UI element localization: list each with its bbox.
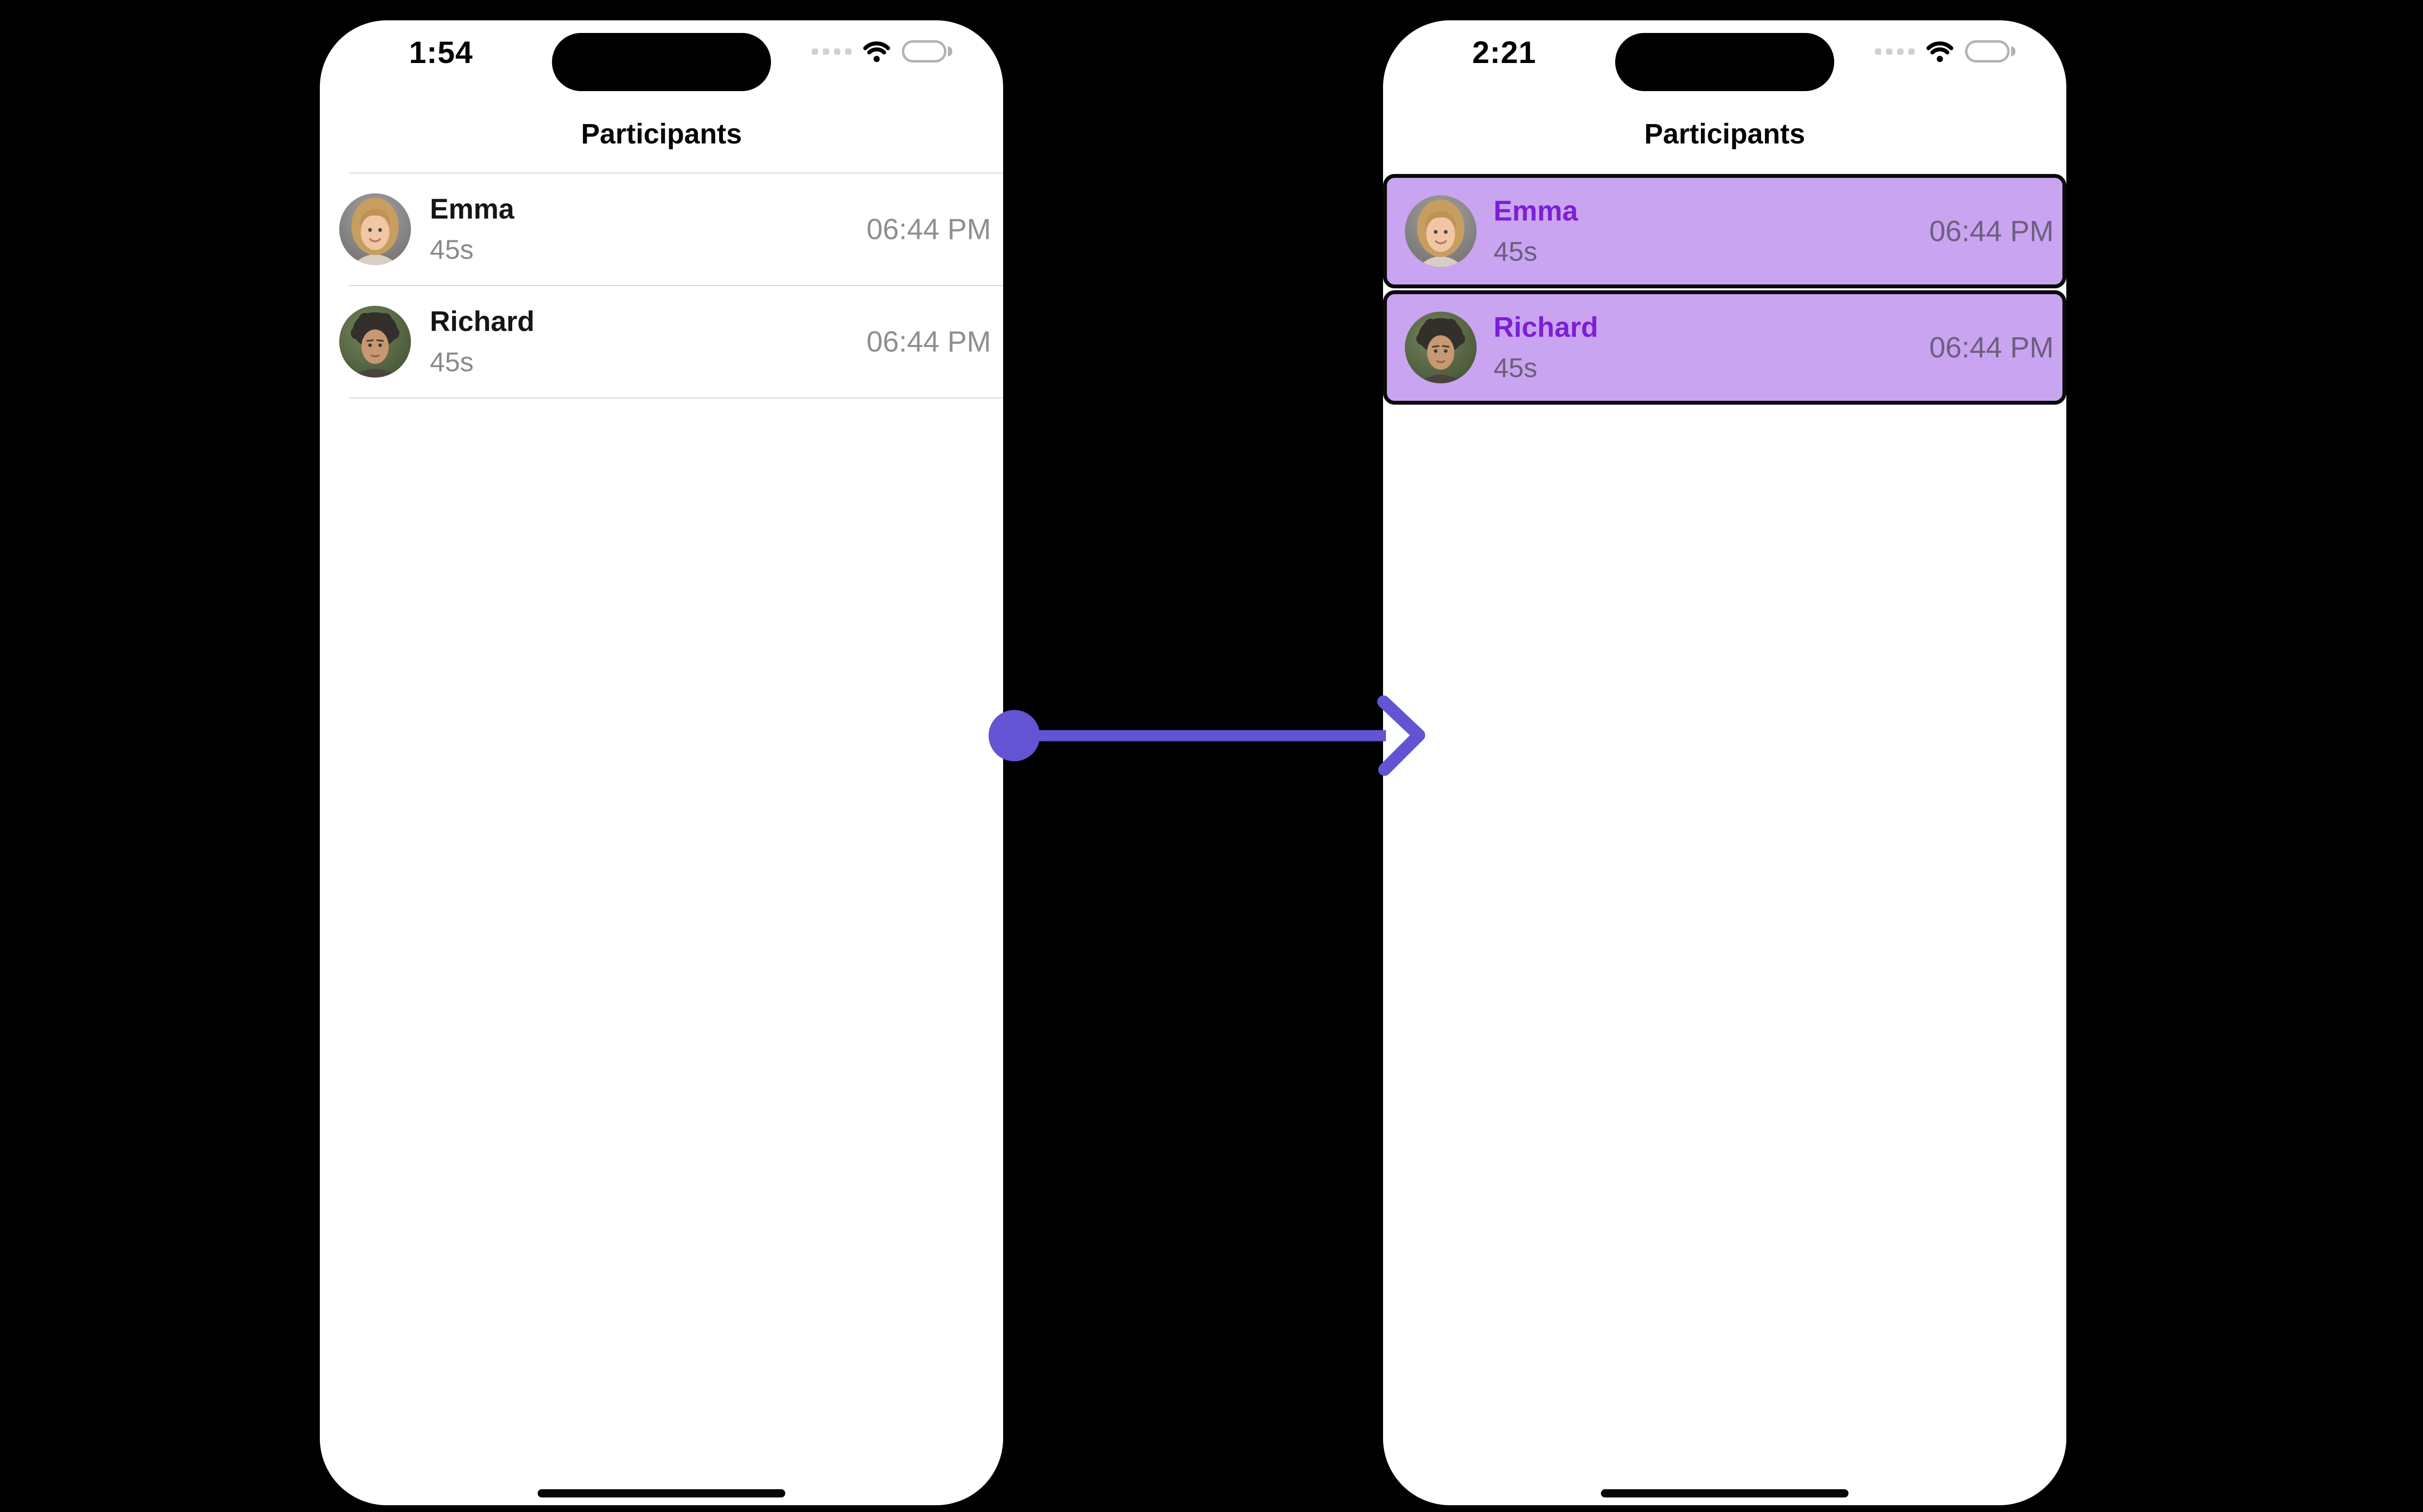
- wifi-icon: [863, 41, 890, 63]
- participant-time: 06:44 PM: [866, 213, 991, 246]
- participant-row-highlighted[interactable]: Richard 45s 06:44 PM: [1383, 290, 2066, 405]
- participant-time: 06:44 PM: [866, 325, 991, 358]
- dynamic-island: [1615, 33, 1834, 91]
- participant-name: Emma: [430, 193, 515, 225]
- participant-name: Richard: [1494, 312, 1598, 343]
- participants-list: Emma 45s 06:44 PM: [1383, 174, 2066, 405]
- participant-name: Richard: [430, 306, 535, 337]
- divider: [349, 285, 1003, 286]
- participant-row[interactable]: Emma 45s 06:44 PM: [320, 173, 1003, 285]
- cellular-signal-icon: [812, 48, 851, 55]
- participant-row[interactable]: Richard 45s 06:44 PM: [320, 286, 1003, 397]
- avatar: [339, 306, 411, 378]
- page-title: Participants: [1644, 118, 1805, 150]
- participant-duration: 45s: [430, 234, 474, 265]
- home-indicator[interactable]: [537, 1489, 786, 1497]
- status-bar-icons: [812, 40, 952, 63]
- participant-duration: 45s: [430, 346, 474, 377]
- phone-after: 2:21 Participants: [1383, 20, 2066, 1505]
- page-title: Participants: [581, 118, 742, 150]
- divider: [349, 397, 1003, 398]
- battery-icon: [1965, 40, 2015, 63]
- avatar: [1405, 195, 1477, 267]
- participant-name: Emma: [1494, 195, 1578, 227]
- avatar: [1405, 312, 1477, 383]
- status-bar-time: 1:54: [409, 35, 473, 70]
- battery-icon: [902, 40, 952, 63]
- participants-list: Emma 45s 06:44 PM: [320, 173, 1003, 398]
- participant-time: 06:44 PM: [1929, 331, 2054, 364]
- participant-duration: 45s: [1494, 352, 1538, 383]
- dynamic-island: [552, 33, 771, 91]
- participant-row-highlighted[interactable]: Emma 45s 06:44 PM: [1383, 174, 2066, 288]
- transition-arrow-icon: [979, 688, 1444, 785]
- wifi-icon: [1926, 41, 1953, 63]
- participant-duration: 45s: [1494, 236, 1538, 267]
- home-indicator[interactable]: [1601, 1489, 1849, 1497]
- participant-time: 06:44 PM: [1929, 215, 2054, 248]
- cellular-signal-icon: [1875, 48, 1915, 55]
- avatar: [339, 193, 411, 265]
- status-bar-time: 2:21: [1472, 35, 1537, 70]
- status-bar-icons: [1875, 40, 2015, 63]
- phone-before: 1:54 Participants: [320, 20, 1003, 1505]
